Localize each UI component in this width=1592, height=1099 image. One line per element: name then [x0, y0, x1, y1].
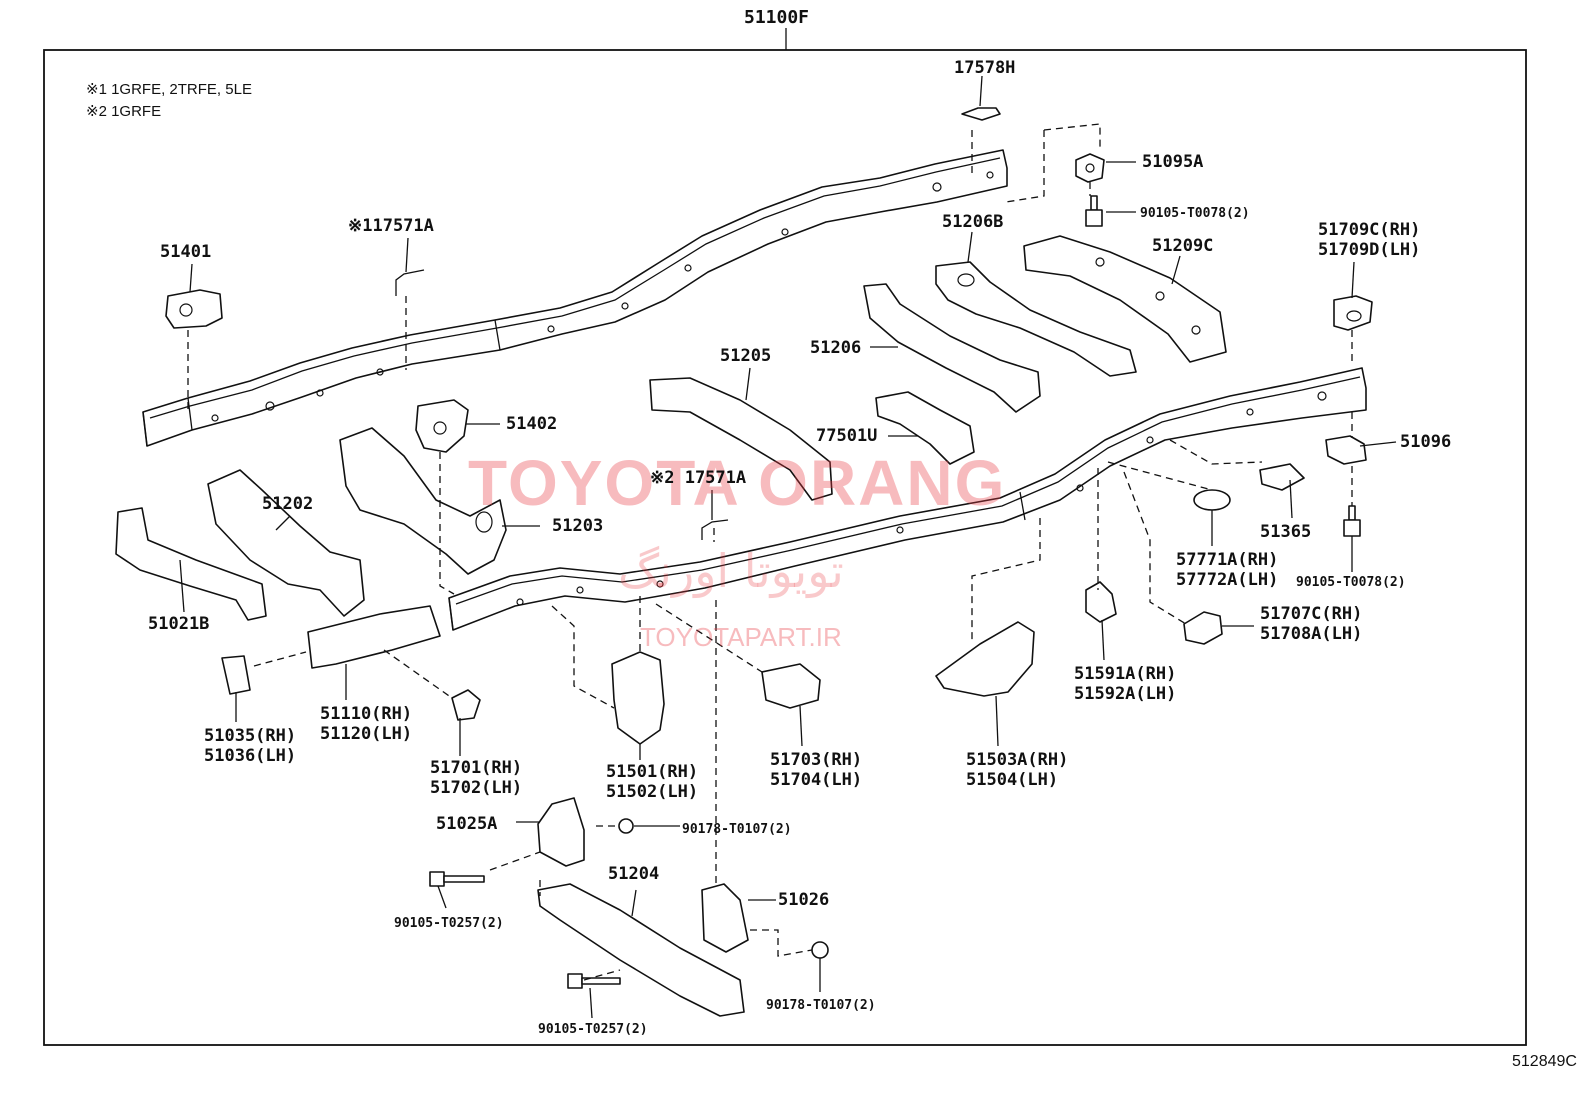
part-17578H: [961, 107, 1001, 121]
label-51704-LH: 51704(LH): [770, 770, 863, 790]
label-51708A-LH: 51708A(LH): [1260, 624, 1363, 644]
label-51206: 51206: [810, 338, 862, 358]
label-51036-LH: 51036(LH): [204, 746, 297, 766]
part-51204: [537, 883, 745, 1017]
label-51707C-RH: 51707C(RH): [1260, 604, 1363, 624]
label-51021B: 51021B: [148, 614, 210, 634]
bolt-90105-T0257-upper: [429, 871, 485, 887]
bolt-90105-T0257-lower: [567, 973, 621, 989]
part-51501: [611, 651, 665, 745]
label-90105-T0257-lower: 90105-T0257(2): [538, 1022, 648, 1037]
lower-frame-rail: [448, 367, 1367, 631]
label-51592A-LH: 51592A(LH): [1074, 684, 1177, 704]
part-51701: [451, 689, 481, 721]
watermark-persian: تویوتا اورنگ: [618, 544, 844, 598]
label-51206B: 51206B: [942, 212, 1004, 232]
assembly-lines: [187, 123, 1353, 981]
bolt-90105-T0078-upper: [1085, 195, 1103, 227]
label-51202: 51202: [262, 494, 314, 514]
label-90105-T0257-upper: 90105-T0257(2): [394, 916, 504, 931]
bolt-90105-T0078-lower: [1343, 505, 1361, 537]
part-51703: [761, 663, 821, 709]
label-51501-RH: 51501(RH): [606, 762, 699, 782]
part-51709: [1333, 295, 1373, 331]
part-51402: [415, 399, 469, 453]
diagram-frame: [43, 49, 1527, 1046]
watermark-brand: TOYOTA ORANG: [468, 447, 1007, 519]
upper-frame-rail: [142, 149, 1008, 447]
part-51707: [1183, 611, 1223, 645]
label-51701-RH: 51701(RH): [430, 758, 523, 778]
part-17571A-2: [701, 519, 729, 540]
part-51203: [339, 427, 507, 575]
label-51401: 51401: [160, 242, 212, 262]
part-51209C: [1023, 235, 1227, 363]
part-77501U: [875, 391, 975, 465]
label-51120-LH: 51120(LH): [320, 724, 413, 744]
label-51035-RH: 51035(RH): [204, 726, 297, 746]
label-17578H: 17578H: [954, 58, 1016, 78]
leader-lines: [179, 75, 1397, 1019]
label-17571A-1: ※117571A: [348, 216, 434, 236]
label-51205: 51205: [720, 346, 772, 366]
part-51206: [863, 283, 1041, 413]
main-part-label: 51100F: [744, 7, 810, 28]
note-1: ※1 1GRFE, 2TRFE, 5LE: [86, 81, 252, 98]
label-90105-T0078-lower: 90105-T0078(2): [1296, 575, 1406, 590]
label-90178-T0107-upper: 90178-T0107(2): [682, 822, 792, 837]
label-51702-LH: 51702(LH): [430, 778, 523, 798]
label-51703-RH: 51703(RH): [770, 750, 863, 770]
label-51504-LH: 51504(LH): [966, 770, 1059, 790]
label-51709D-LH: 51709D(LH): [1318, 240, 1421, 260]
label-57772A-LH: 57772A(LH): [1176, 570, 1279, 590]
part-51110: [307, 605, 441, 669]
label-51026: 51026: [778, 890, 830, 910]
part-51205: [649, 377, 833, 501]
part-51021B: [115, 507, 267, 621]
label-51365: 51365: [1260, 522, 1312, 542]
note-2: ※2 1GRFE: [86, 103, 162, 120]
part-51035: [221, 655, 251, 695]
label-77501U: 77501U: [816, 426, 878, 446]
label-51709C-RH: 51709C(RH): [1318, 220, 1421, 240]
label-51110-RH: 51110(RH): [320, 704, 413, 724]
part-51202: [207, 469, 365, 617]
label-90178-T0107-lower: 90178-T0107(2): [766, 998, 876, 1013]
part-17571A-1: [395, 269, 425, 296]
label-51209C: 51209C: [1152, 236, 1214, 256]
watermark-url: TOYOTAPART.IR: [640, 622, 842, 652]
label-51203: 51203: [552, 516, 604, 536]
part-51365: [1259, 463, 1305, 491]
label-90105-T0078-upper: 90105-T0078(2): [1140, 206, 1250, 221]
label-51096: 51096: [1400, 432, 1452, 452]
part-51591: [1085, 581, 1117, 623]
part-51025A: [537, 797, 585, 867]
part-51503: [935, 621, 1035, 697]
part-51401: [165, 289, 223, 329]
label-51204: 51204: [608, 864, 660, 884]
label-51502-LH: 51502(LH): [606, 782, 699, 802]
label-17571A-2: ※2 17571A: [650, 468, 747, 488]
part-51026: [701, 883, 749, 953]
part-57771A: [1193, 489, 1231, 511]
diagram-code: 512849C: [1512, 1053, 1577, 1070]
label-51402: 51402: [506, 414, 558, 434]
part-51206B: [935, 261, 1137, 377]
label-51025A: 51025A: [436, 814, 498, 834]
nut-90178-T0107-lower: [811, 941, 829, 959]
label-51591A-RH: 51591A(RH): [1074, 664, 1177, 684]
label-51503A-RH: 51503A(RH): [966, 750, 1069, 770]
label-51095A: 51095A: [1142, 152, 1204, 172]
label-57771A-RH: 57771A(RH): [1176, 550, 1279, 570]
part-51095A: [1075, 153, 1105, 183]
nut-90178-T0107-upper: [618, 818, 634, 834]
part-51096: [1325, 435, 1367, 465]
